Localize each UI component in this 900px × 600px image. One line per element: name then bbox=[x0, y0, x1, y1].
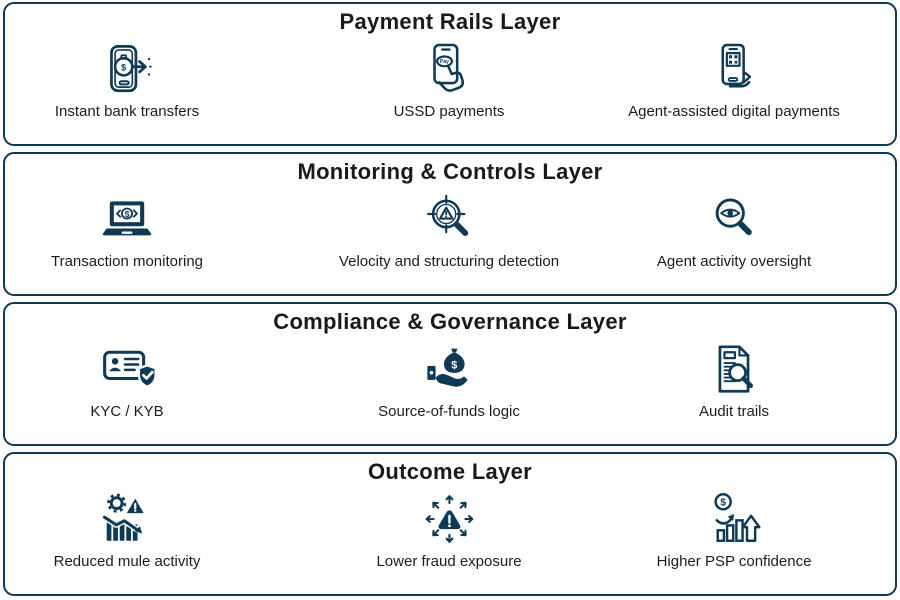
layer-title: Outcome Layer bbox=[367, 459, 533, 484]
alert-radiating-arrows-icon bbox=[420, 490, 478, 548]
phone-qr-hand-icon bbox=[705, 40, 763, 98]
hand-money-bag-icon: $ bbox=[420, 340, 478, 398]
phone-money-transfer-icon: $ bbox=[98, 40, 156, 98]
diagram-item: Velocity and structuring detection bbox=[339, 190, 559, 270]
compliance-governance-layer-box: Compliance & Governance Layer KYC / KYB bbox=[3, 302, 897, 446]
layer-title: Monitoring & Controls Layer bbox=[297, 159, 603, 184]
monitoring-controls-layer-box: Monitoring & Controls Layer $ Transactio… bbox=[3, 152, 897, 296]
item-label: Transaction monitoring bbox=[50, 253, 204, 270]
svg-text:$: $ bbox=[721, 498, 727, 509]
item-label: Audit trails bbox=[698, 403, 770, 420]
diagram-item: Pay USSD payments bbox=[393, 40, 505, 120]
eye-magnifier-icon bbox=[705, 190, 763, 248]
phone-pay-tap-icon: Pay bbox=[420, 40, 478, 98]
item-label: Velocity and structuring detection bbox=[338, 253, 560, 270]
diagram-item: Agent-assisted digital payments bbox=[628, 40, 840, 120]
diagram-item: KYC / KYB bbox=[90, 340, 164, 420]
item-label: Agent-assisted digital payments bbox=[628, 103, 840, 120]
outcome-layer-box: Outcome Layer bbox=[3, 452, 897, 596]
id-card-shield-check-icon bbox=[98, 340, 156, 398]
item-label: Agent activity oversight bbox=[656, 253, 812, 270]
gear-alert-declining-bars-icon bbox=[98, 490, 156, 548]
svg-text:Pay: Pay bbox=[440, 59, 449, 65]
dollar-growth-chart-icon: $ bbox=[705, 490, 763, 548]
document-magnifier-icon bbox=[705, 340, 763, 398]
laptop-dollar-icon: $ bbox=[98, 190, 156, 248]
item-label: KYC / KYB bbox=[90, 403, 164, 420]
diagram-item: Audit trails bbox=[699, 340, 769, 420]
item-label: Higher PSP confidence bbox=[656, 553, 812, 570]
diagram-item: $ Transaction monitoring bbox=[51, 190, 203, 270]
target-alert-magnifier-icon bbox=[420, 190, 478, 248]
svg-text:$: $ bbox=[451, 360, 457, 372]
diagram-item: Lower fraud exposure bbox=[376, 490, 522, 570]
diagram-item: Agent activity oversight bbox=[657, 190, 811, 270]
item-label: Instant bank transfers bbox=[54, 103, 200, 120]
svg-text:$: $ bbox=[121, 62, 126, 72]
diagram-item: Reduced mule activity bbox=[53, 490, 201, 570]
svg-text:$: $ bbox=[125, 209, 130, 219]
item-label: Lower fraud exposure bbox=[376, 553, 522, 570]
item-label: USSD payments bbox=[393, 103, 505, 120]
item-label: Reduced mule activity bbox=[53, 553, 201, 570]
layer-title: Payment Rails Layer bbox=[339, 9, 561, 34]
diagram-item: $ Instant bank transfers bbox=[55, 40, 199, 120]
payment-rails-layer-box: Payment Rails Layer $ bbox=[3, 2, 897, 146]
item-label: Source-of-funds logic bbox=[378, 403, 520, 420]
diagram-item: $ Higher PSP confidence bbox=[656, 490, 812, 570]
diagram-item: $ Source-of-funds logic bbox=[378, 340, 520, 420]
layer-title: Compliance & Governance Layer bbox=[273, 309, 627, 334]
